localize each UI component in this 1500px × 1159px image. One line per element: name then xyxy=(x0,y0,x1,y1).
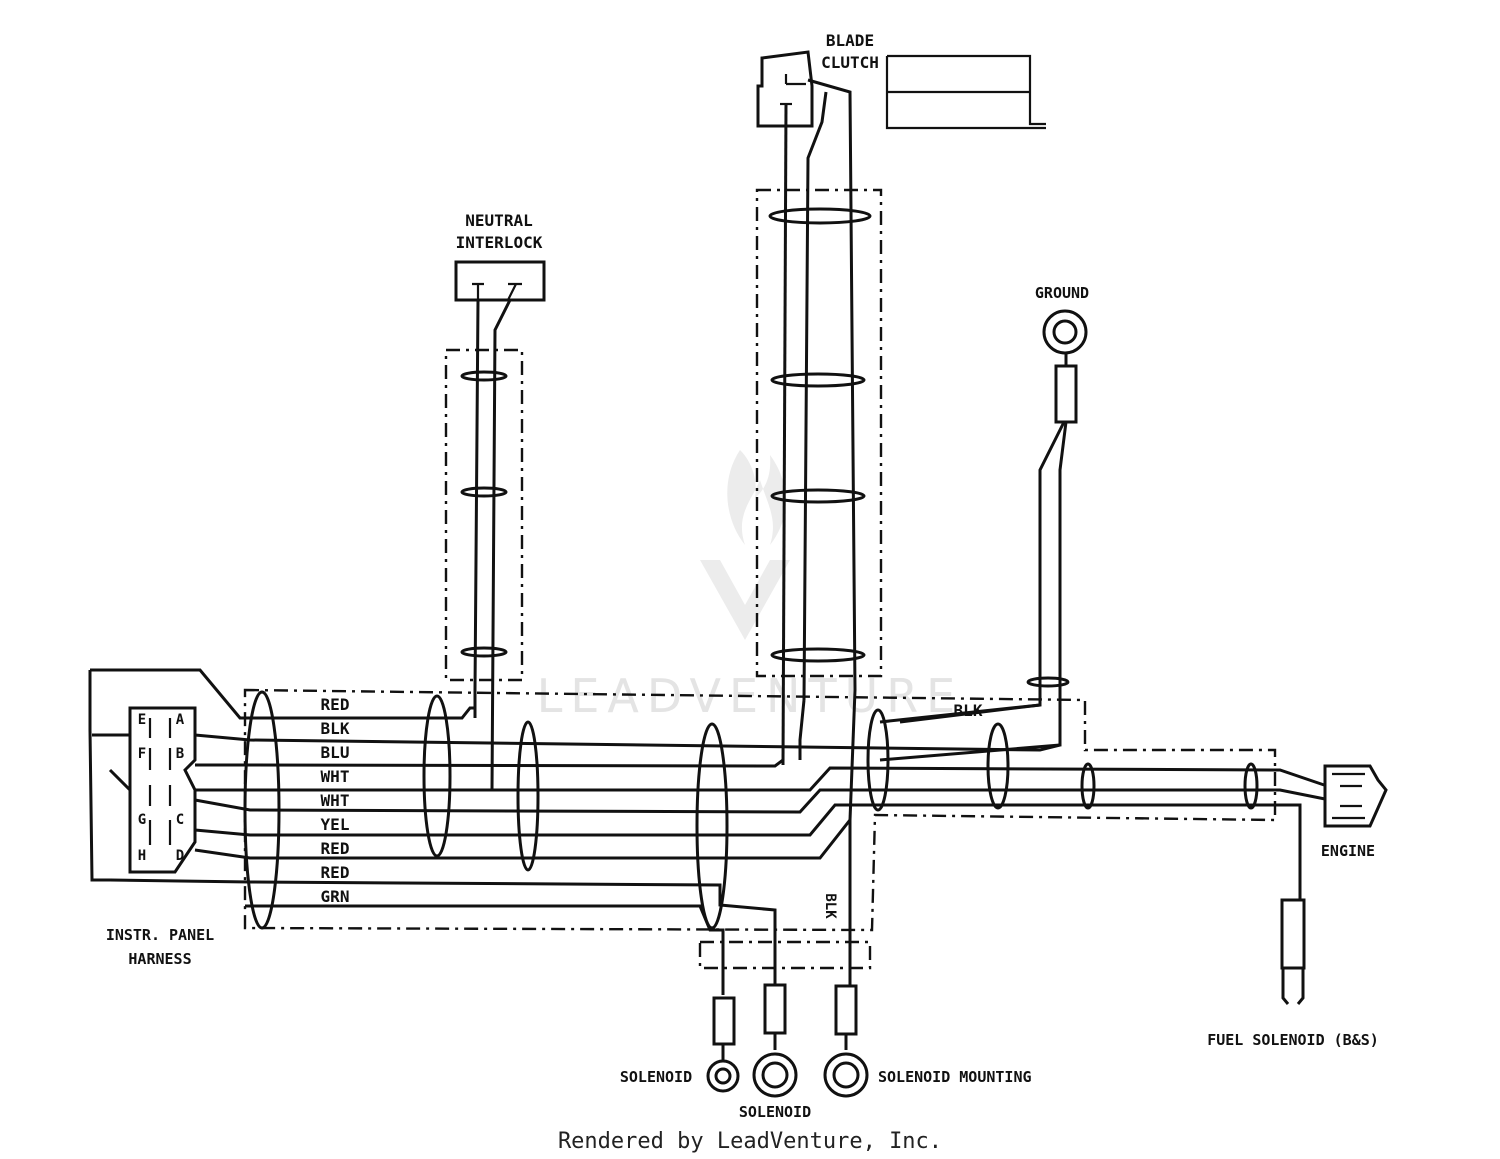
wire-label-red: RED xyxy=(321,695,350,714)
wire-label-yel: YEL xyxy=(321,815,350,834)
neutral-interlock-label-line2: INTERLOCK xyxy=(456,233,543,252)
harness-wires xyxy=(92,703,1331,995)
wire-label-blk: BLK xyxy=(321,719,350,738)
wire-label-blk-vertical: BLK xyxy=(822,893,838,919)
solenoid-left-label: SOLENOID xyxy=(620,1068,692,1086)
blade-clutch-component: BLADE CLUTCH xyxy=(756,31,1046,766)
instr-panel-harness-label-line2: HARNESS xyxy=(128,950,191,968)
engine-connector: ENGINE xyxy=(1321,764,1388,860)
wire-label-red-2: RED xyxy=(321,839,350,858)
wire-label-grn: GRN xyxy=(321,887,350,906)
neutral-interlock-component: NEUTRAL INTERLOCK xyxy=(454,211,546,791)
wire-label-red-3: RED xyxy=(321,863,350,882)
wire-label-blk-ground: BLK xyxy=(954,701,983,720)
neutral-interlock-conduit xyxy=(444,348,524,682)
watermark: LEADVENTURE xyxy=(537,450,955,723)
blade-clutch-conduit xyxy=(755,188,883,678)
wire-label-wht-1: WHT xyxy=(321,767,350,786)
fuel-solenoid-terminal: FUEL SOLENOID (B&S) xyxy=(1207,895,1379,1049)
blade-clutch-label-line2: CLUTCH xyxy=(821,53,879,72)
ground-label: GROUND xyxy=(1035,284,1089,302)
wire-label-wht-2: WHT xyxy=(321,791,350,810)
connector-pin-h: H xyxy=(138,848,146,864)
blade-clutch-clips xyxy=(768,207,872,663)
solenoid-conduit xyxy=(698,940,872,970)
connector-pin-d: D xyxy=(176,848,184,864)
clutch-wire-lower xyxy=(798,699,806,760)
fuel-solenoid-label: FUEL SOLENOID (B&S) xyxy=(1207,1031,1379,1049)
solenoid-left-terminal: SOLENOID xyxy=(620,996,740,1093)
connector-pin-a: A xyxy=(176,712,185,728)
blade-clutch-label-line1: BLADE xyxy=(826,31,874,50)
footer-credit: Rendered by LeadVenture, Inc. xyxy=(558,1129,942,1154)
connector-pin-g: G xyxy=(138,812,146,828)
solenoid-mounting-terminal: SOLENOID MOUNTING xyxy=(823,984,1032,1098)
solenoid-center-label: SOLENOID xyxy=(739,1103,811,1121)
neutral-interlock-clips xyxy=(460,370,508,658)
connector-pin-f: F xyxy=(138,746,146,762)
engine-label: ENGINE xyxy=(1321,842,1375,860)
connector-pin-b: B xyxy=(176,746,184,762)
solenoid-center-terminal: SOLENOID xyxy=(739,983,811,1121)
solenoid-mounting-label: SOLENOID MOUNTING xyxy=(878,1068,1032,1086)
clutch-wire-lower-2 xyxy=(848,689,857,821)
harness-clips xyxy=(243,690,1259,930)
connector-pin-c: C xyxy=(176,812,184,828)
wire-labels: RED BLK BLU WHT WHT YEL RED RED GRN BLK … xyxy=(321,695,983,919)
connector-pin-e: E xyxy=(138,712,146,728)
instr-panel-connector: E A F B G C H D xyxy=(128,706,197,874)
ground-terminal: GROUND xyxy=(879,284,1089,762)
instr-panel-outline xyxy=(88,668,245,882)
neutral-interlock-label-line1: NEUTRAL xyxy=(465,211,532,230)
instr-panel-harness-label-line1: INSTR. PANEL xyxy=(106,926,214,944)
wire-label-blu: BLU xyxy=(321,743,350,762)
